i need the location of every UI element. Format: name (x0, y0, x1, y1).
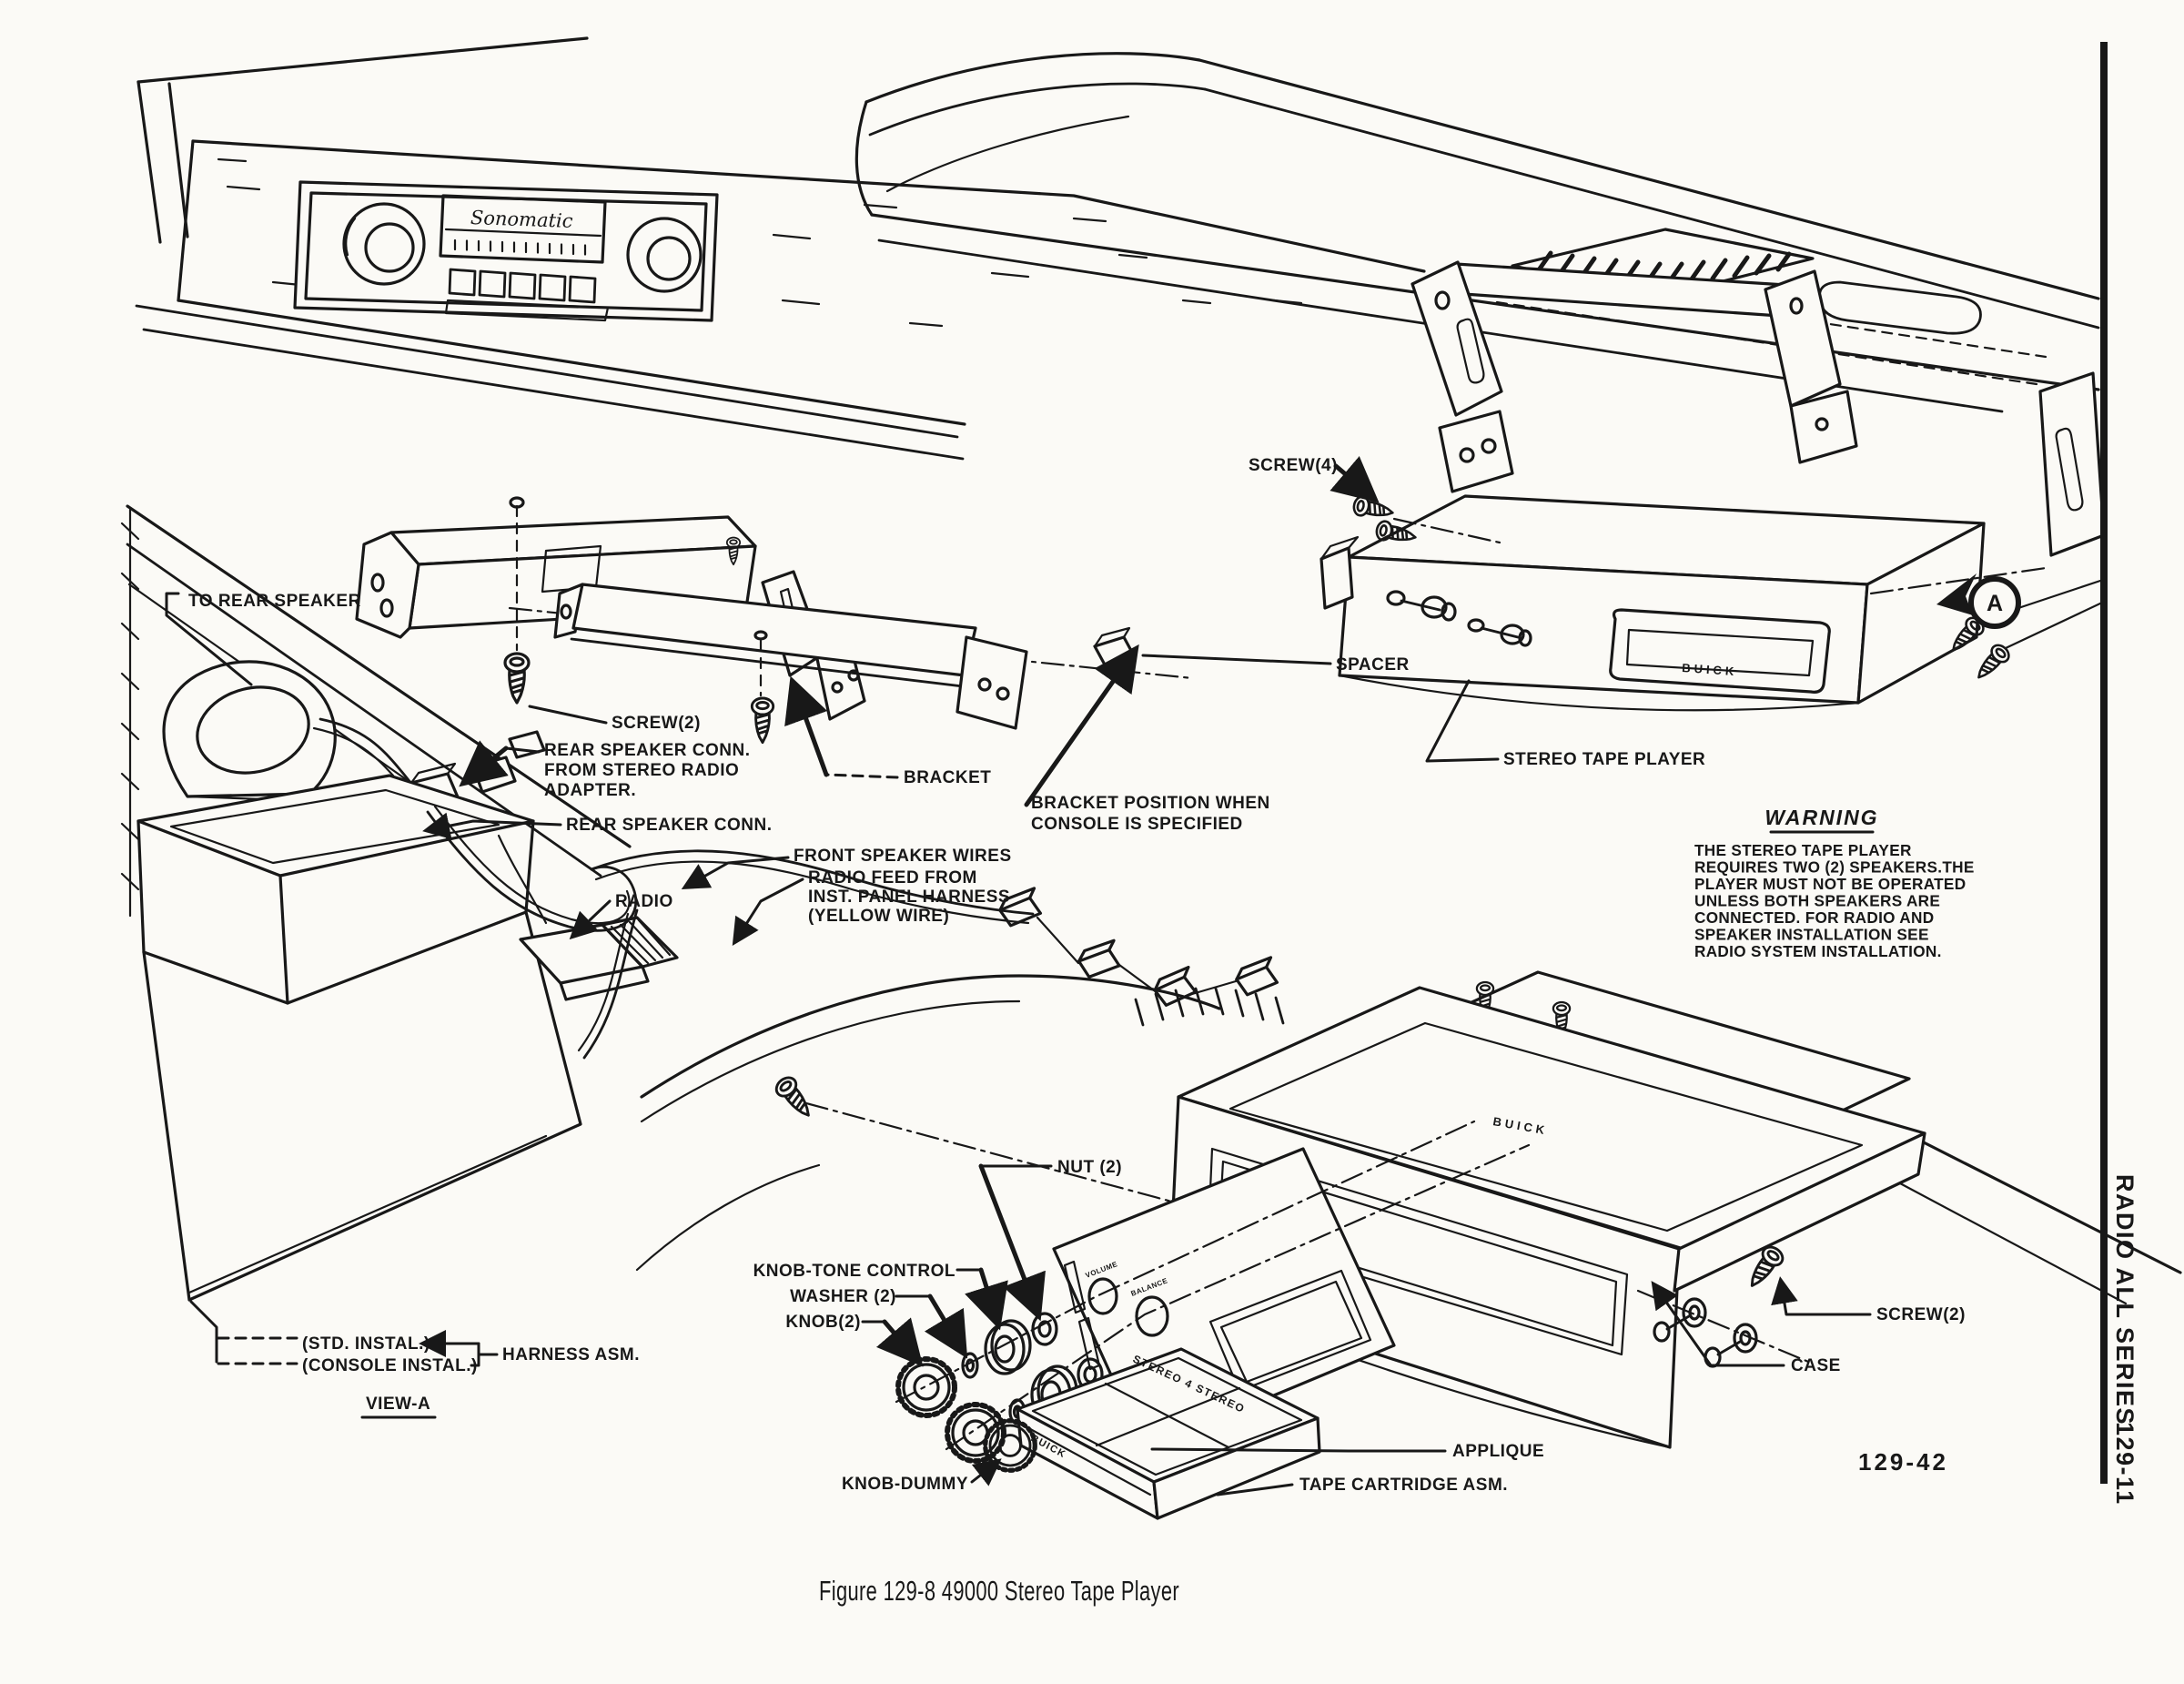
label-nut2: NUT (2) (1057, 1158, 1122, 1177)
radio-unit (497, 834, 679, 1001)
view-a-arrow (1936, 573, 2021, 629)
radio-pushbuttons (444, 268, 610, 322)
view-arrow-letter: A (1987, 591, 2003, 616)
label-bracket-position-2: CONSOLE IS SPECIFIED (1031, 815, 1243, 834)
warning-line-7: RADIO SYSTEM INSTALLATION. (1694, 942, 1942, 960)
sidebar-page-number: 129-11 (2111, 1422, 2138, 1506)
label-applique: APPLIQUE (1452, 1442, 1544, 1461)
knob-hardware (895, 1120, 1531, 1461)
tape-cartridge (1016, 1347, 1321, 1520)
label-knob-dummy: KNOB-DUMMY (842, 1475, 968, 1494)
warning-line-4: UNLESS BOTH SPEAKERS ARE (1694, 892, 1940, 910)
label-radio-feed-2: INST. PANEL HARNESS (808, 888, 1010, 907)
label-stereo-tape-player: STEREO TAPE PLAYER (1503, 750, 1705, 769)
install-view (854, 52, 2106, 712)
label-harness-asm: HARNESS ASM. (502, 1345, 640, 1364)
callouts: TO REAR SPEAKER SCREW(2) REAR SPEAKER CO… (165, 456, 1975, 1496)
stereo-tape-player-unit (1320, 494, 1986, 712)
label-washer2: WASHER (2) (790, 1287, 896, 1306)
label-rear-speaker-conn: REAR SPEAKER CONN. (566, 816, 772, 835)
label-knob-tone-control: KNOB-TONE CONTROL (753, 1262, 956, 1281)
label-knob2: KNOB(2) (785, 1313, 861, 1332)
warning-line-2: REQUIRES TWO (2) SPEAKERS.THE (1694, 858, 1975, 877)
radio-brand-script: Sonomatic (470, 207, 574, 232)
under-dash-brackets (355, 496, 1194, 745)
warning-line-6: SPEAKER INSTALLATION SEE (1694, 926, 1929, 944)
dash-radio-view (135, 36, 1426, 461)
sidebar-title: RADIO ALL SERIES (2111, 1174, 2138, 1425)
warning-line-1: THE STEREO TAPE PLAYER (1694, 841, 1912, 859)
label-screw2-right: SCREW(2) (1876, 1305, 1966, 1324)
label-rear-conn-adapter-3: ADAPTER. (544, 781, 636, 800)
label-radio-feed-1: RADIO FEED FROM (808, 868, 977, 888)
label-view-a: VIEW-A (366, 1395, 430, 1414)
label-tape-cartridge-asm: TAPE CARTRIDGE ASM. (1299, 1476, 1508, 1495)
label-screw4: SCREW(4) (1249, 456, 1338, 475)
radio-left-knob (342, 202, 426, 286)
hanger-strap (2038, 371, 2106, 557)
label-radio: RADIO (615, 892, 673, 911)
figure-caption: Figure 129-8 49000 Stereo Tape Player (819, 1575, 1179, 1607)
warning-line-5: CONNECTED. FOR RADIO AND (1694, 908, 1934, 927)
label-rear-conn-adapter-1: REAR SPEAKER CONN. (544, 741, 750, 760)
radio-right-knob (626, 217, 703, 293)
page-furniture: RADIO ALL SERIES 129-11 Figure 129-8 490… (819, 42, 2138, 1607)
label-radio-feed-3: (YELLOW WIRE) (808, 907, 949, 926)
warning-title: WARNING (1764, 806, 1878, 829)
console-view (120, 504, 1280, 1302)
label-console-instal: (CONSOLE INSTAL.) (302, 1356, 478, 1375)
warning-line-3: PLAYER MUST NOT BE OPERATED (1694, 875, 1966, 893)
label-bracket: BRACKET (904, 768, 991, 787)
player-slot-brand: BUICK (1682, 661, 1738, 678)
label-front-speaker-wires: FRONT SPEAKER WIRES (794, 847, 1012, 866)
harness-cable (426, 805, 1280, 1060)
radio-dial (439, 194, 607, 264)
label-screw2-left: SCREW(2) (612, 714, 701, 733)
label-std-instal: (STD. INSTAL.) (302, 1334, 430, 1354)
label-bracket-position-1: BRACKET POSITION WHEN (1031, 794, 1270, 813)
sidebar-rule (2100, 42, 2108, 1484)
label-rear-conn-adapter-2: FROM STEREO RADIO (544, 761, 739, 780)
mounting-bracket (1410, 260, 1858, 493)
figure-code: 129-42 (1858, 1448, 1948, 1476)
exploded-view (635, 970, 2182, 1520)
label-spacer: SPACER (1336, 655, 1410, 675)
label-to-rear-speaker: TO REAR SPEAKER (188, 592, 361, 611)
label-case: CASE (1791, 1356, 1841, 1375)
